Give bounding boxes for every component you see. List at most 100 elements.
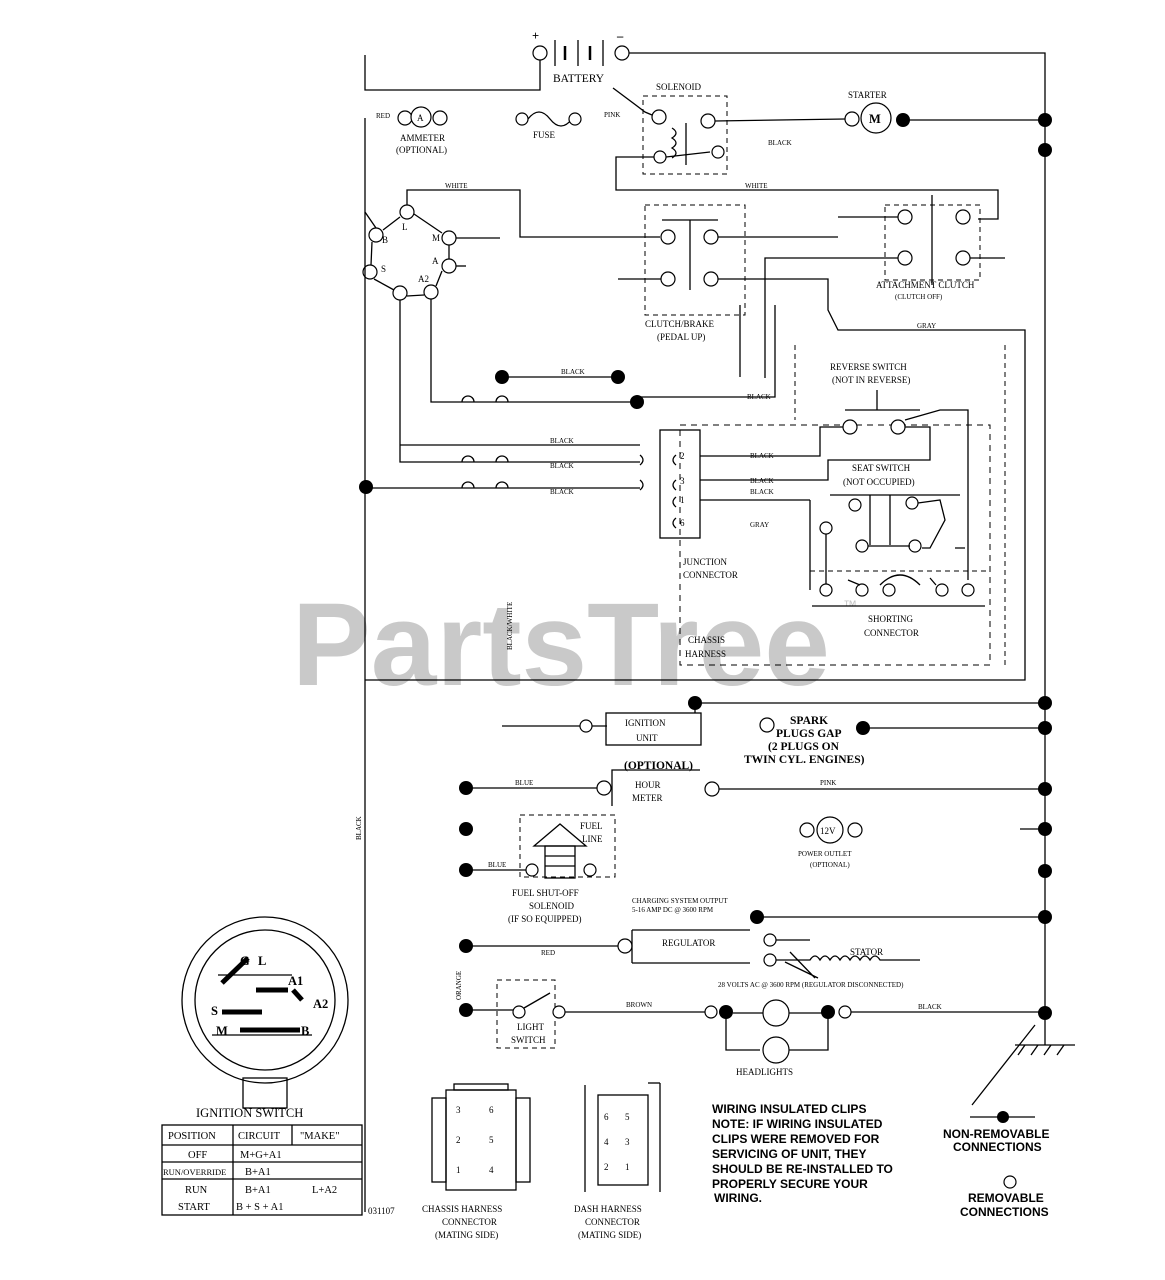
chassis-harness-label-2: HARNESS [685, 649, 726, 659]
ign-terminal-a: A [432, 256, 439, 266]
ignition-unit-label-2: UNIT [636, 733, 658, 743]
note-line: SERVICING OF UNIT, THEY [712, 1147, 866, 1161]
wire-label-orange: ORANGE [455, 971, 463, 1000]
table-cell: B+A1 [245, 1185, 271, 1196]
headlights-label: HEADLIGHTS [736, 1067, 793, 1077]
table-cell: M+G+A1 [240, 1150, 282, 1161]
wire-label-brown: BROWN [626, 1001, 652, 1009]
legend: NON-REMOVABLE CONNECTIONS REMOVABLE CONN… [943, 1111, 1049, 1219]
wiring-notes: WIRING INSULATED CLIPS NOTE: IF WIRING I… [712, 1102, 893, 1205]
removable-symbol [1003, 1175, 1017, 1189]
wire-label-black-ground: BLACK [918, 1003, 942, 1011]
wire-label-black-3: BLACK [550, 437, 574, 445]
charging-label: CHARGING SYSTEM OUTPUT [632, 897, 728, 905]
power-outlet-symbol: 12V [820, 826, 836, 836]
stator-note: 28 VOLTS AC @ 3600 RPM (REGULATOR DISCON… [718, 981, 904, 989]
junction-pin-2: 2 [680, 451, 685, 461]
chassis-connector-label: CHASSIS HARNESS [422, 1204, 502, 1214]
battery-minus-sign: – [616, 29, 624, 43]
junction-connector-label-2: CONNECTOR [683, 570, 738, 580]
light-switch: ORANGE LIGHT SWITCH [455, 971, 566, 1049]
reverse-switch: REVERSE SWITCH (NOT IN REVERSE) [830, 362, 969, 580]
white-wire-to-clutch [615, 156, 999, 220]
shorting-connector-label-2: CONNECTOR [864, 628, 919, 638]
fuse-label: FUSE [533, 130, 556, 140]
chassis-pin: 1 [456, 1165, 461, 1175]
attachment-clutch-state: (CLUTCH OFF) [895, 293, 943, 301]
attachment-clutch: ATTACHMENT CLUTCH (CLUTCH OFF) [838, 195, 1005, 301]
dash-connector-label-2: CONNECTOR [585, 1217, 640, 1227]
table-cell: B+A1 [245, 1167, 271, 1178]
drawing-code: 031107 [368, 1206, 395, 1216]
dash-pin: 2 [604, 1162, 609, 1172]
battery: + – BATTERY [364, 29, 630, 91]
chassis-harness-connector: 3 6 2 5 1 4 CHASSIS HARNESS CONNECTOR (M… [422, 1083, 531, 1240]
dash-pin: 3 [625, 1137, 630, 1147]
chassis-pin: 4 [489, 1165, 494, 1175]
junction-pin-3: 3 [680, 476, 685, 486]
chassis-pin: 5 [489, 1135, 494, 1145]
battery-label: BATTERY [553, 73, 605, 85]
junction-pin-1: 1 [680, 495, 685, 505]
ammeter-label: AMMETER [400, 133, 445, 143]
note-line: WIRING. [714, 1191, 762, 1205]
ignition-unit: IGNITION UNIT [502, 712, 702, 746]
solenoid: SOLENOID [642, 82, 728, 175]
note-line: CLIPS WERE REMOVED FOR [712, 1132, 880, 1146]
chassis-pin: 2 [456, 1135, 461, 1145]
ign-terminal-m: M [432, 233, 440, 243]
ground-bus [629, 52, 1046, 1013]
dash-pin: 5 [625, 1112, 630, 1122]
seat-switch-label: SEAT SWITCH [852, 463, 911, 473]
wire-label-black-8: BLACK [750, 488, 774, 496]
black-wire-a2 [430, 299, 640, 403]
legend-removable: REMOVABLE [968, 1191, 1044, 1205]
spark-plugs-note-2: TWIN CYL. ENGINES) [744, 754, 865, 766]
fuel-line-label-2: LINE [582, 834, 603, 844]
switch-face-m: M [216, 1024, 228, 1038]
dash-connector-label: DASH HARNESS [574, 1204, 642, 1214]
table-header-make: "MAKE" [300, 1131, 340, 1142]
dash-harness-connector: 6 5 4 3 2 1 DASH HARNESS CONNECTOR (MATI… [574, 1082, 661, 1240]
ignition-switch-title: IGNITION SWITCH [196, 1106, 303, 1120]
clutch-brake-switch: CLUTCH/BRAKE (PEDAL UP) [644, 204, 746, 342]
spark-plugs-gap: PLUGS GAP [776, 728, 842, 740]
wire-label-pink-2: PINK [820, 779, 836, 787]
ignition-switch-face: G L A1 A2 S M B [181, 916, 349, 1109]
power-outlet-optional: (OPTIONAL) [810, 861, 850, 869]
wire-label-white-mid: WHITE [745, 182, 768, 190]
wire-label-blue-2: BLUE [488, 861, 506, 869]
ign-terminal-a2: A2 [418, 274, 429, 284]
clutch-brake-state: (PEDAL UP) [657, 332, 705, 342]
switch-face-a1: A1 [288, 974, 303, 988]
wire-label-black-2: BLACK [747, 393, 771, 401]
ignition-table: POSITION CIRCUIT "MAKE" OFF M+G+A1 RUN/O… [161, 1124, 363, 1216]
wire-label-black-1: BLACK [561, 368, 585, 376]
ign-terminal-s: S [381, 264, 386, 274]
wire-label-black-solenoid: BLACK [768, 139, 792, 147]
dash-pin: 4 [604, 1137, 609, 1147]
ign-terminal-b: B [382, 235, 388, 245]
wire-label-red-2: RED [541, 949, 555, 957]
hour-meter-label-2: METER [632, 793, 663, 803]
fuel-solenoid-label: FUEL SHUT-OFF [512, 888, 579, 898]
note-line: SHOULD BE RE-INSTALLED TO [712, 1162, 893, 1176]
starter-motor: STARTER M [844, 90, 910, 134]
seat-switch: SEAT SWITCH (NOT OCCUPIED) [809, 463, 965, 590]
regulator: CHARGING SYSTEM OUTPUT 5-16 AMP DC @ 360… [459, 897, 1052, 989]
wire-label-white-top: WHITE [445, 182, 468, 190]
fuse: FUSE [515, 111, 582, 140]
chassis-harness-label: CHASSIS [688, 635, 725, 645]
junction-connector-label: JUNCTION [683, 557, 727, 567]
wire-label-black-5: BLACK [550, 488, 574, 496]
light-switch-label-2: SWITCH [511, 1035, 546, 1045]
ignition-unit-label: IGNITION [625, 718, 666, 728]
spark-plugs: SPARK PLUGS GAP (2 PLUGS ON TWIN CYL. EN… [744, 715, 1052, 766]
table-cell: L+A2 [312, 1185, 337, 1196]
stator-label: STATOR [850, 947, 883, 957]
wire-label-gray: GRAY [917, 322, 936, 330]
clutch-brake-label: CLUTCH/BRAKE [645, 319, 715, 329]
dash-pin: 1 [625, 1162, 630, 1172]
